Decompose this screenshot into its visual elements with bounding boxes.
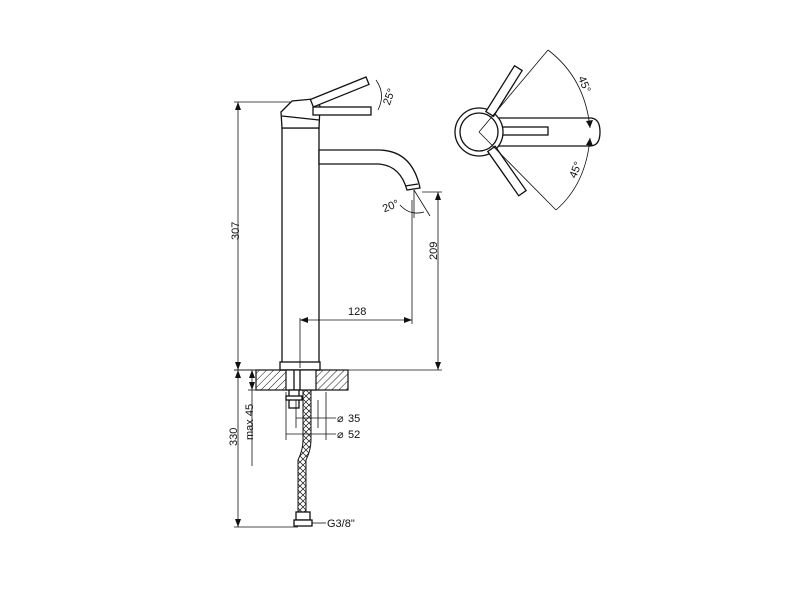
lever-handle-raised <box>309 76 370 108</box>
hose-fitting <box>295 511 311 521</box>
diameter-52-label: 52 <box>348 429 360 441</box>
height-total-label: 307 <box>230 222 242 240</box>
angle-top-lower-label: 45° <box>567 160 584 180</box>
diameter-35-label: 35 <box>348 413 360 425</box>
lever-cap <box>280 98 321 129</box>
angle-lever-label: 25° <box>381 87 398 107</box>
top-view: 45° 45° <box>454 49 601 211</box>
spout <box>318 149 421 191</box>
flexible-hose <box>297 389 312 513</box>
side-view: 20° 25° 307 209 128 <box>228 76 442 530</box>
max-deck-label: max 45 <box>244 404 256 440</box>
height-spout-label: 209 <box>428 242 440 260</box>
top-lever-rotated-up <box>484 64 524 118</box>
diameter-52-symbol: ⌀ <box>337 429 344 441</box>
faucet-body <box>281 127 320 371</box>
top-lever-rotated-down <box>486 145 528 197</box>
angle-spout-label: 20° <box>381 198 401 215</box>
diameter-35-symbol: ⌀ <box>337 413 344 425</box>
angle-top-upper-label: 45° <box>575 75 592 95</box>
lever-handle <box>312 106 372 116</box>
hose-length-label: 330 <box>228 428 240 446</box>
thread-label: G3/8" <box>327 518 355 530</box>
reach-label: 128 <box>348 306 366 318</box>
